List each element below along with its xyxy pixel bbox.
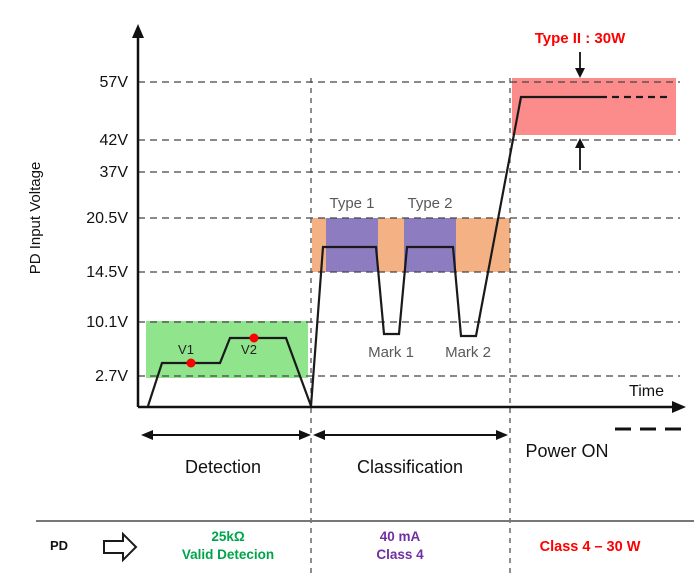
- phase-separators: [310, 78, 511, 578]
- type2-power-annotation: Type II : 30W: [535, 30, 626, 47]
- classification-span-left-arrow-icon: [313, 430, 325, 440]
- y-axis-arrow-icon: [132, 24, 144, 38]
- classification-span-right-arrow-icon: [496, 430, 508, 440]
- type1-event-region: [326, 218, 378, 272]
- footer-class-current: 40 mA: [380, 529, 421, 544]
- phase-label-classification: Classification: [357, 457, 463, 477]
- tick-10-1v: 10.1V: [86, 314, 128, 331]
- footer-pd-label: PD: [50, 538, 68, 553]
- mark2-label: Mark 2: [445, 344, 491, 361]
- detection-span-left-arrow-icon: [141, 430, 153, 440]
- v1-measurement-dot: [186, 358, 196, 368]
- tick-14-5v: 14.5V: [86, 264, 128, 281]
- v2-label: V2: [241, 342, 257, 357]
- waveform-line: [146, 95, 600, 407]
- phase-label-detection: Detection: [185, 457, 261, 477]
- tick-57v: 57V: [100, 74, 129, 91]
- text-layer: 57V 42V 37V 20.5V 14.5V 10.1V 2.7V PD In…: [27, 30, 664, 562]
- mark1-label: Mark 1: [368, 344, 414, 361]
- type2-event-region: [404, 218, 456, 272]
- footer-detection-value: 25kΩ: [211, 529, 245, 544]
- tick-20-5v: 20.5V: [86, 210, 128, 227]
- v2-measurement-dot: [249, 333, 259, 343]
- phase-label-power-on: Power ON: [525, 441, 608, 461]
- footer-power-class: Class 4 – 30 W: [540, 539, 641, 555]
- detection-voltage-region: [146, 321, 308, 378]
- x-axis-title: Time: [629, 383, 664, 400]
- shaded-regions: [146, 78, 676, 378]
- axes: [132, 24, 686, 413]
- tick-37v: 37V: [100, 164, 129, 181]
- phase-span-arrows: [141, 427, 690, 440]
- y-axis-title: PD Input Voltage: [27, 162, 44, 275]
- type2-annotation-arrows: [575, 52, 585, 170]
- tick-42v: 42V: [100, 132, 129, 149]
- power-on-voltage-region: [512, 78, 676, 135]
- tick-2-7v: 2.7V: [95, 368, 128, 385]
- voltage-gridlines: [138, 81, 680, 377]
- voltage-waveform: [146, 95, 670, 407]
- arrow-up-icon: [575, 138, 585, 148]
- type1-label: Type 1: [329, 195, 374, 212]
- footer-elements: [36, 520, 694, 563]
- x-axis-arrow-icon: [672, 401, 686, 413]
- arrow-down-icon: [575, 68, 585, 78]
- footer-class-name: Class 4: [376, 547, 424, 562]
- pd-right-arrow-icon: [103, 531, 138, 563]
- v1-label: V1: [178, 342, 194, 357]
- type2-label: Type 2: [407, 195, 452, 212]
- detection-span-right-arrow-icon: [299, 430, 311, 440]
- footer-detection-status: Valid Detecion: [182, 547, 274, 562]
